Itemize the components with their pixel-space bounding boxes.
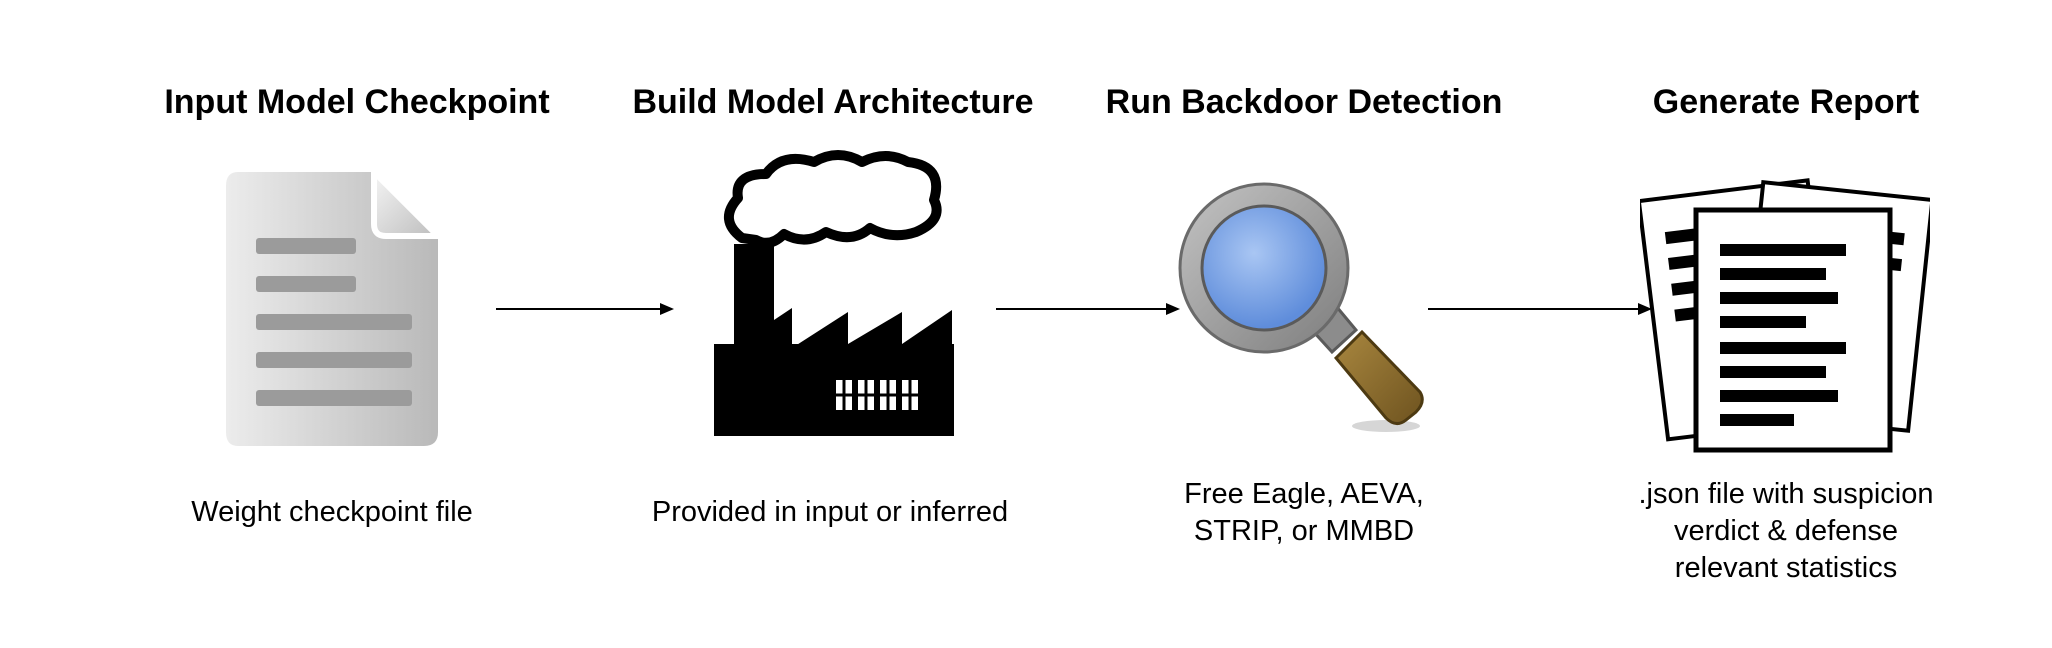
caption-line: STRIP, or MMBD <box>1193 515 1415 547</box>
step-title: Input Model Checkpoint <box>164 83 550 121</box>
caption-line: Provided in input or inferred <box>651 496 1009 528</box>
caption-line: .json file with suspicion <box>1638 478 1934 510</box>
caption-line: relevant statistics <box>1674 552 1898 584</box>
document-icon <box>226 168 442 446</box>
arrow-2 <box>996 303 1180 315</box>
step-caption: .json file with suspicion verdict & defe… <box>1556 476 2016 587</box>
step-caption: Provided in input or inferred <box>600 494 1060 531</box>
step-caption: Weight checkpoint file <box>102 494 562 531</box>
caption-line: Weight checkpoint file <box>191 496 473 528</box>
caption-line: verdict & defense <box>1673 515 1899 547</box>
arrow-1 <box>496 303 674 315</box>
magnifying-glass-icon <box>1178 182 1424 432</box>
caption-line: Free Eagle, AEVA, <box>1184 478 1424 510</box>
step-caption: Free Eagle, AEVA, STRIP, or MMBD <box>1074 476 1534 550</box>
step-title: Build Model Architecture <box>632 83 1034 121</box>
arrow-3 <box>1428 303 1652 315</box>
step-title: Generate Report <box>1652 83 1920 121</box>
step-title: Run Backdoor Detection <box>1105 83 1503 121</box>
report-pages-icon <box>1640 178 1930 453</box>
factory-icon <box>714 150 954 436</box>
